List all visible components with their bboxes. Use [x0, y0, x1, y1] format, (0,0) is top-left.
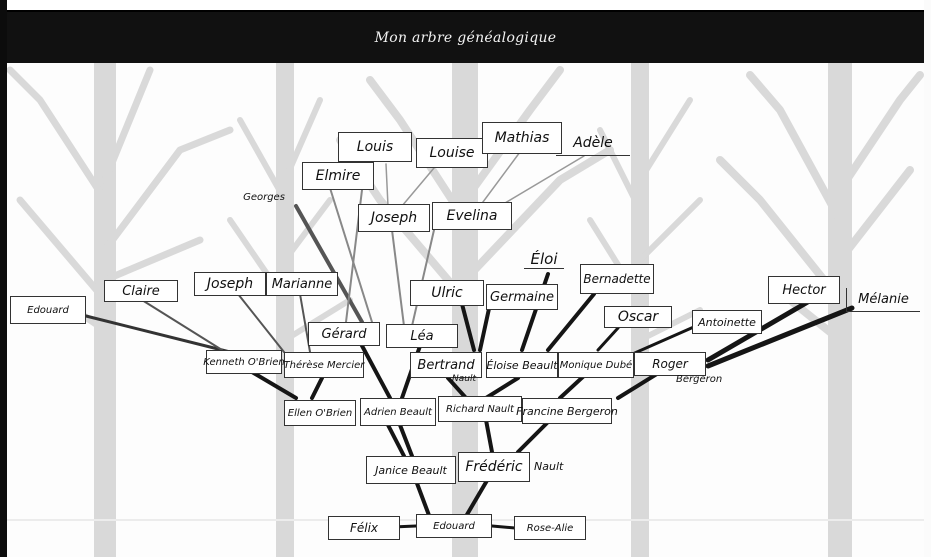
- person-card-kenneth: Kenneth O'Brien: [203, 350, 285, 374]
- person-card-monique: Monique Dubé: [558, 352, 634, 378]
- person-name: Oscar: [617, 309, 659, 325]
- person-card-janice: Janice Beault: [366, 456, 456, 484]
- person-card-elmire: Elmire: [302, 162, 374, 190]
- person-name: Gérard: [321, 326, 367, 342]
- person-name: Ellen O'Brien: [287, 407, 353, 419]
- person-card-adrien: Adrien Beault: [360, 398, 436, 426]
- person-card-edouard-root: Edouard: [416, 514, 492, 538]
- person-name: Adrien Beault: [364, 406, 432, 418]
- person-card-bertrand: Bertrand: [410, 352, 482, 378]
- person-card-francine: Francine Bergeron: [516, 398, 618, 424]
- person-name: Georges: [243, 191, 285, 203]
- person-card-georges: Georges: [232, 186, 296, 208]
- person-name: Éloise Beault: [486, 358, 558, 372]
- frame-right-edge: [924, 0, 931, 557]
- person-name: Thérèse Mercier: [283, 359, 365, 371]
- person-name: Antoinette: [698, 315, 756, 329]
- person-surname: Nault: [534, 460, 564, 473]
- person-surname-roger: Bergeron: [676, 374, 722, 385]
- person-card-felix: Félix: [328, 516, 400, 540]
- person-card-rose-alie: Rose-Alie: [514, 516, 586, 540]
- person-surname: Nault: [452, 374, 476, 384]
- person-card-roger: Roger: [634, 352, 706, 376]
- title-banner: Mon arbre généalogique: [7, 10, 924, 63]
- person-name: Claire: [122, 283, 160, 299]
- person-name: Janice Beault: [375, 463, 447, 477]
- person-card-mathias: Mathias: [482, 122, 562, 154]
- person-card-louis: Louis: [338, 132, 412, 162]
- person-card-adele: Adèle: [556, 130, 630, 156]
- person-card-gerard: Gérard: [308, 322, 380, 346]
- person-name: Joseph: [206, 276, 254, 292]
- person-name: Félix: [349, 521, 379, 535]
- person-name: Adèle: [573, 134, 613, 151]
- page-title: Mon arbre généalogique: [374, 29, 557, 46]
- person-name: Frédéric: [465, 459, 523, 475]
- person-name: Edouard: [433, 520, 475, 532]
- person-card-claire: Claire: [104, 280, 178, 302]
- person-name: Éloi: [530, 250, 558, 268]
- person-name: Germaine: [490, 289, 554, 305]
- person-card-joseph-left: Joseph: [194, 272, 266, 296]
- person-name: Francine Bergeron: [516, 404, 618, 418]
- person-card-therese: Thérèse Mercier: [284, 352, 364, 378]
- person-card-bernadette: Bernadette: [580, 264, 654, 294]
- person-name: Léa: [410, 328, 434, 344]
- person-card-louise: Louise: [416, 138, 488, 168]
- person-card-ellen: Ellen O'Brien: [284, 400, 356, 426]
- person-card-melanie: Mélanie: [846, 288, 920, 312]
- person-card-hector: Hector: [768, 276, 840, 304]
- person-card-eloise: Éloise Beault: [486, 352, 558, 378]
- person-name: Kenneth O'Brien: [203, 356, 285, 368]
- person-name: Louis: [356, 139, 394, 155]
- person-card-lea: Léa: [386, 324, 458, 348]
- person-card-evelina: Evelina: [432, 202, 512, 230]
- person-name: Marianne: [271, 276, 333, 292]
- frame-left-border: [0, 0, 7, 557]
- person-card-antoinette: Antoinette: [692, 310, 762, 334]
- person-name: Ulric: [431, 285, 463, 301]
- person-name: Roger: [652, 357, 688, 371]
- person-card-ulric: Ulric: [410, 280, 484, 306]
- person-name: Monique Dubé: [559, 359, 633, 371]
- person-card-germaine: Germaine: [486, 284, 558, 310]
- person-name: Richard Nault: [446, 403, 514, 415]
- person-name: Rose-Alie: [526, 522, 574, 534]
- person-name: Evelina: [446, 208, 498, 224]
- person-card-edouard-ancestor: Edouard: [10, 296, 86, 324]
- person-surname: Bergeron: [676, 374, 723, 385]
- person-name: Hector: [782, 282, 826, 298]
- person-name: Joseph: [370, 210, 418, 226]
- person-name: Edouard: [27, 304, 69, 316]
- person-card-richard: Richard Nault: [438, 396, 522, 422]
- person-name: Bernadette: [583, 272, 651, 286]
- person-surname-frederic: Nault: [534, 460, 563, 473]
- person-card-eloi: Éloi: [524, 250, 564, 269]
- person-name: Mathias: [494, 130, 550, 146]
- person-card-frederic: Frédéric: [458, 452, 530, 482]
- person-card-marianne: Marianne: [266, 272, 338, 296]
- person-surname-bertrand: Nault: [452, 374, 476, 384]
- person-name: Louise: [429, 145, 475, 161]
- person-name: Elmire: [315, 168, 361, 184]
- person-card-joseph-top: Joseph: [358, 204, 430, 232]
- frame-top-edge: [0, 0, 931, 10]
- person-card-oscar: Oscar: [604, 306, 672, 328]
- person-name: Bertrand: [417, 357, 475, 373]
- person-name: Mélanie: [858, 292, 909, 307]
